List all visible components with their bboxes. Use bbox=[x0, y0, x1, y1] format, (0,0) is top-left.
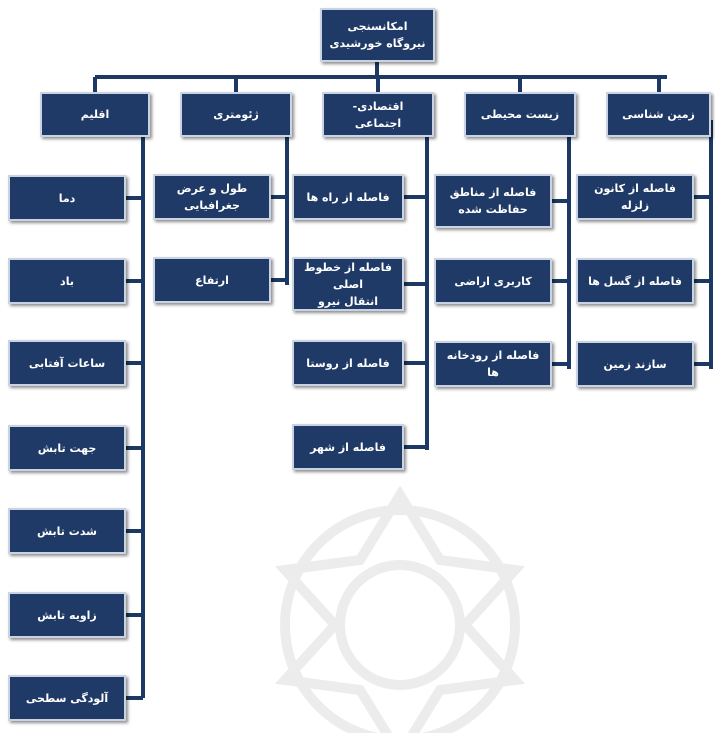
item-connector bbox=[552, 199, 569, 203]
factor-node: طول و عرض جغرافیایی bbox=[153, 174, 271, 220]
item-connector bbox=[126, 613, 143, 617]
item-connector bbox=[126, 279, 143, 283]
factor-node: زاویه تابش bbox=[8, 592, 126, 638]
category-spine bbox=[709, 120, 713, 369]
category-node: اقلیم bbox=[40, 92, 150, 137]
item-connector bbox=[694, 279, 711, 283]
category-connector bbox=[234, 77, 238, 95]
item-connector bbox=[694, 362, 711, 366]
category-node: زمین شناسی bbox=[606, 92, 711, 137]
factor-node: کاربری اراضی bbox=[434, 258, 552, 304]
category-connector bbox=[656, 77, 661, 95]
factor-node: فاصله از کانون زلزله bbox=[576, 174, 694, 220]
factor-node: فاصله از مناطق حفاظت شده bbox=[434, 174, 552, 228]
category-bus bbox=[95, 75, 667, 79]
category-spine bbox=[285, 120, 289, 285]
category-node: زیست محیطی bbox=[464, 92, 576, 137]
category-node: ژئومتری bbox=[180, 92, 292, 137]
root-node: امکانسنجی نیروگاه خورشیدی bbox=[320, 8, 435, 62]
item-connector bbox=[694, 195, 711, 199]
item-connector bbox=[126, 446, 143, 450]
factor-node: ارتفاع bbox=[153, 257, 271, 303]
category-connector bbox=[93, 77, 97, 95]
category-spine bbox=[425, 120, 429, 450]
category-node: اقتصادی- اجتماعی bbox=[322, 92, 434, 137]
item-connector bbox=[404, 282, 427, 286]
factor-node: فاصله از رودخانه ها bbox=[434, 341, 552, 387]
item-connector bbox=[552, 362, 569, 366]
category-spine bbox=[141, 120, 145, 698]
item-connector bbox=[271, 278, 287, 282]
factor-node: سازند زمین bbox=[576, 341, 694, 387]
item-connector bbox=[126, 529, 143, 533]
item-connector bbox=[404, 195, 427, 199]
factor-node: آلودگی سطحی bbox=[8, 675, 126, 721]
factor-node: فاصله از خطوط اصلی انتقال نیرو bbox=[292, 257, 404, 311]
item-connector bbox=[404, 445, 427, 449]
factor-node: ساعات آفتابی bbox=[8, 340, 126, 386]
item-connector bbox=[126, 196, 143, 200]
item-connector bbox=[552, 279, 569, 283]
item-connector bbox=[126, 696, 143, 700]
category-connector bbox=[518, 77, 522, 95]
root-connector bbox=[375, 60, 379, 78]
factor-node: فاصله از روستا bbox=[292, 340, 404, 386]
factor-node: شدت تابش bbox=[8, 508, 126, 554]
item-connector bbox=[404, 361, 427, 365]
factor-node: فاصله از گسل ها bbox=[576, 258, 694, 304]
factor-node: باد bbox=[8, 258, 126, 304]
category-spine bbox=[567, 120, 571, 369]
factor-node: فاصله از شهر bbox=[292, 424, 404, 470]
item-connector bbox=[271, 195, 287, 199]
factor-node: فاصله از راه ها bbox=[292, 174, 404, 220]
factor-node: دما bbox=[8, 175, 126, 221]
factor-node: جهت تابش bbox=[8, 425, 126, 471]
item-connector bbox=[126, 361, 143, 365]
category-connector bbox=[376, 77, 380, 95]
